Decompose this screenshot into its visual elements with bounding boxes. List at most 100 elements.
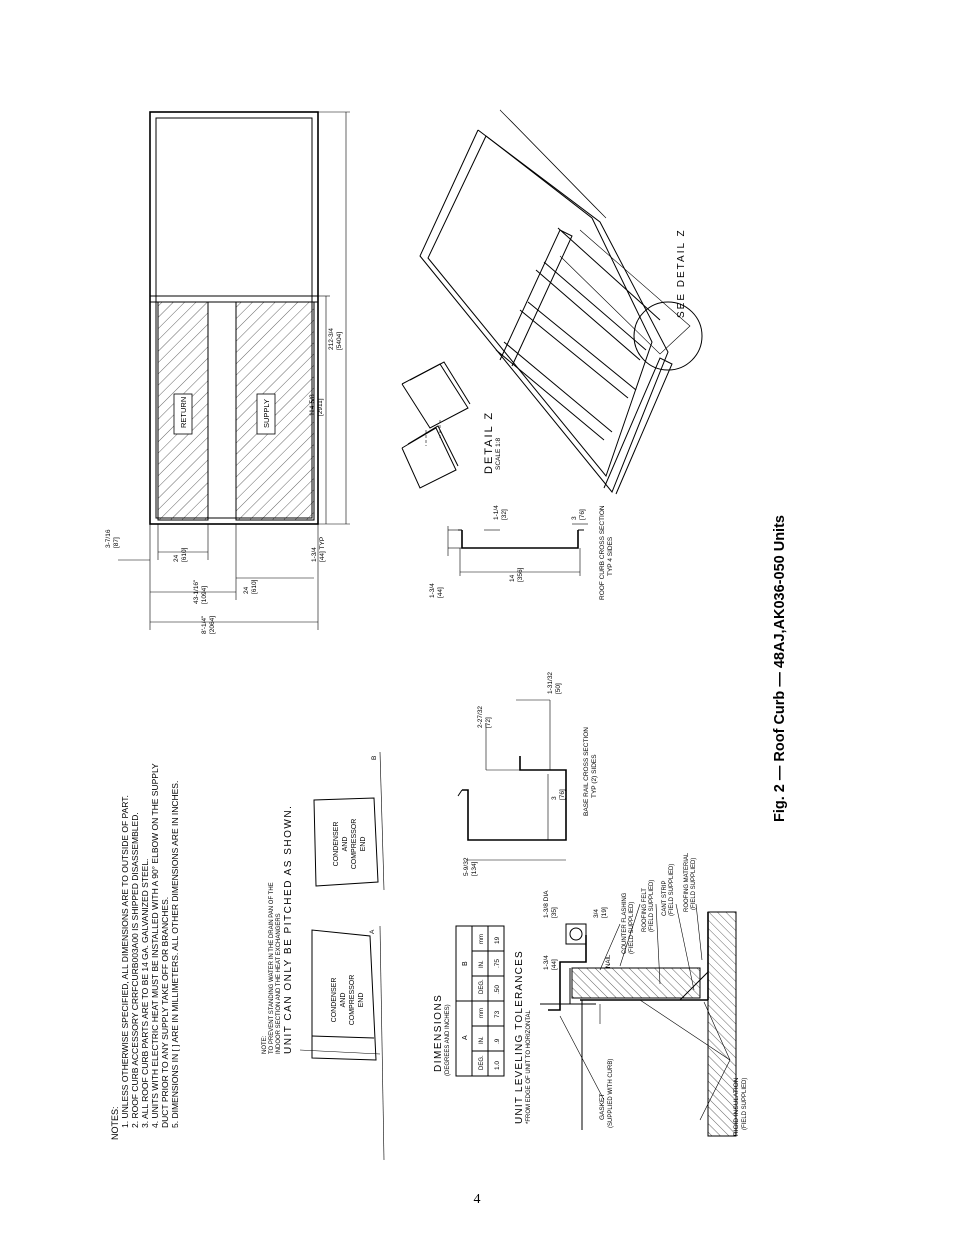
base-rail-cross-section: 2-27/32 [72] 1-31/32 [50] 5-9/32 [134] 3… bbox=[457, 672, 598, 876]
curb-section-subtitle: TYP 4 SIDES bbox=[607, 536, 614, 576]
label-a: A bbox=[369, 929, 376, 934]
unit-label-2b: AND bbox=[342, 837, 349, 852]
label-roofing-felt: ROOFING FELT bbox=[642, 888, 648, 932]
curb-d2: 1-1/4 bbox=[493, 505, 500, 520]
curb-d4-mm: [76] bbox=[579, 509, 586, 520]
page-number: 4 bbox=[473, 1192, 481, 1207]
table-h2: IN. bbox=[479, 1036, 485, 1044]
label-b: B bbox=[371, 756, 378, 760]
rail-d1: 2-27/32 bbox=[477, 706, 484, 728]
label-gasket-sub: (SUPPLIED WITH CURB) bbox=[608, 1059, 614, 1128]
unit-label-2d: END bbox=[360, 837, 367, 852]
rail-d2: 1-31/32 bbox=[547, 672, 554, 694]
label-insulation-sub: (FIELD SUPPLIED) bbox=[742, 1078, 748, 1130]
rail-d1-mm: [72] bbox=[485, 717, 492, 728]
label-insulation: RIGID INSULATION bbox=[733, 1077, 740, 1136]
dim-opening-b: 24 bbox=[243, 586, 250, 594]
flash-pipe-dia: 1-3/8 DIA bbox=[543, 890, 550, 918]
flash-d2: 3/4 bbox=[593, 909, 600, 918]
note-2: 2. ROOF CURB ACCESSORY CRRFCURB003A00 IS… bbox=[130, 812, 140, 1128]
notes-block: NOTES: 1. UNLESS OTHERWISE SPECIFIED, AL… bbox=[110, 763, 180, 1140]
curb-outline bbox=[149, 111, 319, 525]
table-v1: 1.0 bbox=[494, 1061, 501, 1070]
table-v3: 73 bbox=[494, 1010, 501, 1018]
dim-flange-mm: [44] TYP bbox=[319, 537, 326, 562]
detail-z-title: DETAIL Z bbox=[483, 411, 495, 474]
table-h5: IN. bbox=[479, 960, 485, 968]
table-h4: DEG. bbox=[479, 979, 485, 994]
wall bbox=[707, 911, 737, 1137]
curb-d4: 3 bbox=[571, 516, 578, 520]
notes-heading: NOTES: bbox=[110, 1106, 120, 1140]
roof-curb-cross-section: 1-3/4 [44] 1-1/4 [32] 14 [356] 3 [76] RO… bbox=[429, 505, 614, 600]
rail-section-title: BASE RAIL CROSS SECTION bbox=[583, 727, 590, 816]
dim-mid-length: 114-5/8 bbox=[309, 394, 316, 416]
curb-section-title: ROOF CURB CROSS SECTION bbox=[599, 505, 606, 600]
rail-d3: 5-9/32 bbox=[463, 857, 470, 876]
dim-top-offset: 3-7/16 bbox=[105, 529, 112, 548]
dim-return-offset-mm: [1094] bbox=[201, 586, 208, 604]
label-roofing-material-sub: (FIELD SUPPLIED) bbox=[691, 858, 697, 910]
label-counter-flashing-sub: (FIELD SUPPLIED) bbox=[629, 902, 635, 954]
curb-d3: 14 bbox=[509, 574, 516, 582]
table-col-b: B bbox=[462, 961, 469, 966]
dim-opening-a-mm: [610] bbox=[181, 547, 188, 562]
table-v5: .75 bbox=[494, 959, 501, 968]
label-roofing-material: ROOFING MATERIAL bbox=[684, 852, 690, 912]
rail-d4: 3 bbox=[551, 796, 558, 800]
leveling-subtitle: *FROM EDGE OF UNIT TO HORIZONTAL bbox=[526, 1009, 532, 1124]
dim-mid-length-mm: [2911] bbox=[317, 398, 324, 416]
leveling-note-line-1: TO PREVENT STANDING WATER IN THE DRAIN P… bbox=[269, 882, 275, 1054]
flash-d3: 1-3/4 bbox=[543, 955, 550, 970]
curb-d2-mm: [32] bbox=[501, 509, 508, 520]
dim-return-offset: 43-1/16" bbox=[193, 579, 200, 604]
unit-label-1c: COMPRESSOR bbox=[349, 975, 356, 1026]
flash-d3-mm: [44] bbox=[551, 959, 558, 970]
dimensions-title: DIMENSIONS bbox=[433, 994, 444, 1072]
supply-label: SUPPLY bbox=[262, 399, 271, 428]
note-4: 4. UNITS WITH ELECTRIC HEAT MUST BE INST… bbox=[150, 763, 160, 1128]
curb-wood bbox=[571, 967, 701, 999]
unit-label-2a: CONDENSER bbox=[333, 822, 340, 867]
leveling-title: UNIT LEVELING TOLERANCES bbox=[514, 950, 525, 1124]
curb-d1: 1-3/4 bbox=[429, 583, 436, 598]
supply-opening bbox=[235, 301, 315, 521]
label-gasket: GASKET bbox=[599, 1094, 606, 1120]
figure-caption: Fig. 2 — Roof Curb — 48AJ,AK036-050 Unit… bbox=[772, 515, 788, 822]
rail-d4-mm: [76] bbox=[559, 789, 566, 800]
unit-label-1b: AND bbox=[340, 993, 347, 1008]
dim-overall-width: 8'-1/4" bbox=[201, 615, 208, 634]
note-1: 1. UNLESS OTHERWISE SPECIFIED, ALL DIMEN… bbox=[120, 795, 130, 1128]
unit-label-2c: COMPRESSOR bbox=[351, 819, 358, 870]
unit-leveling: A B CONDENSER AND COMPRESSOR END CONDENS… bbox=[262, 751, 532, 1161]
plan-view: RETURN SUPPLY 212-3/4 [5404] 114-5/8 [29… bbox=[105, 111, 350, 634]
isometric-curb: SEE DETAIL Z bbox=[419, 109, 703, 495]
dim-overall-width-mm: [2064] bbox=[209, 616, 216, 634]
flash-d2-mm: [19] bbox=[601, 907, 608, 918]
label-nail: NAIL bbox=[606, 954, 612, 968]
detail-z-callout bbox=[633, 301, 703, 371]
table-v6: 19 bbox=[494, 936, 501, 944]
leveling-note-emph: UNIT CAN ONLY BE PITCHED AS SHOWN. bbox=[283, 805, 294, 1054]
dim-flange: 1-3/4 bbox=[311, 547, 318, 562]
note-4b: DUCT PRIOR TO ANY SUPPLY TAKE OFF OR BRA… bbox=[160, 897, 170, 1128]
flash-pipe-dia-mm: [35] bbox=[551, 907, 558, 918]
table-h3: mm bbox=[479, 1008, 485, 1018]
table-h6: mm bbox=[479, 934, 485, 944]
flashing-detail: 1-3/8 DIA [35] 3/4 [19] 1-3/4 [44] NAIL … bbox=[540, 852, 748, 1137]
unit-label-1a: CONDENSER bbox=[331, 978, 338, 1023]
leveling-note-label: NOTE: bbox=[262, 1035, 268, 1054]
dim-overall-length-mm: [5404] bbox=[336, 332, 343, 350]
curb-d1-mm: [44] bbox=[437, 587, 444, 598]
label-counter-flashing: COUNTER FLASHING bbox=[622, 892, 628, 954]
curb-d3-mm: [356] bbox=[517, 567, 524, 582]
detail-z: DETAIL Z SCALE 1:8 bbox=[401, 361, 502, 489]
dim-overall-length: 212-3/4 bbox=[328, 328, 335, 350]
label-cant-strip: CANT STRIP bbox=[662, 880, 668, 916]
see-detail-z: SEE DETAIL Z bbox=[676, 228, 687, 318]
label-cant-strip-sub: (FIELD SUPPLIED) bbox=[669, 864, 675, 916]
dimensions-subtitle: (DEGREES AND INCHES) bbox=[445, 1004, 451, 1076]
return-label: RETURN bbox=[179, 397, 188, 428]
note-3: 3. ALL ROOF CURB PARTS ARE TO BE 14 GA. … bbox=[140, 859, 150, 1128]
